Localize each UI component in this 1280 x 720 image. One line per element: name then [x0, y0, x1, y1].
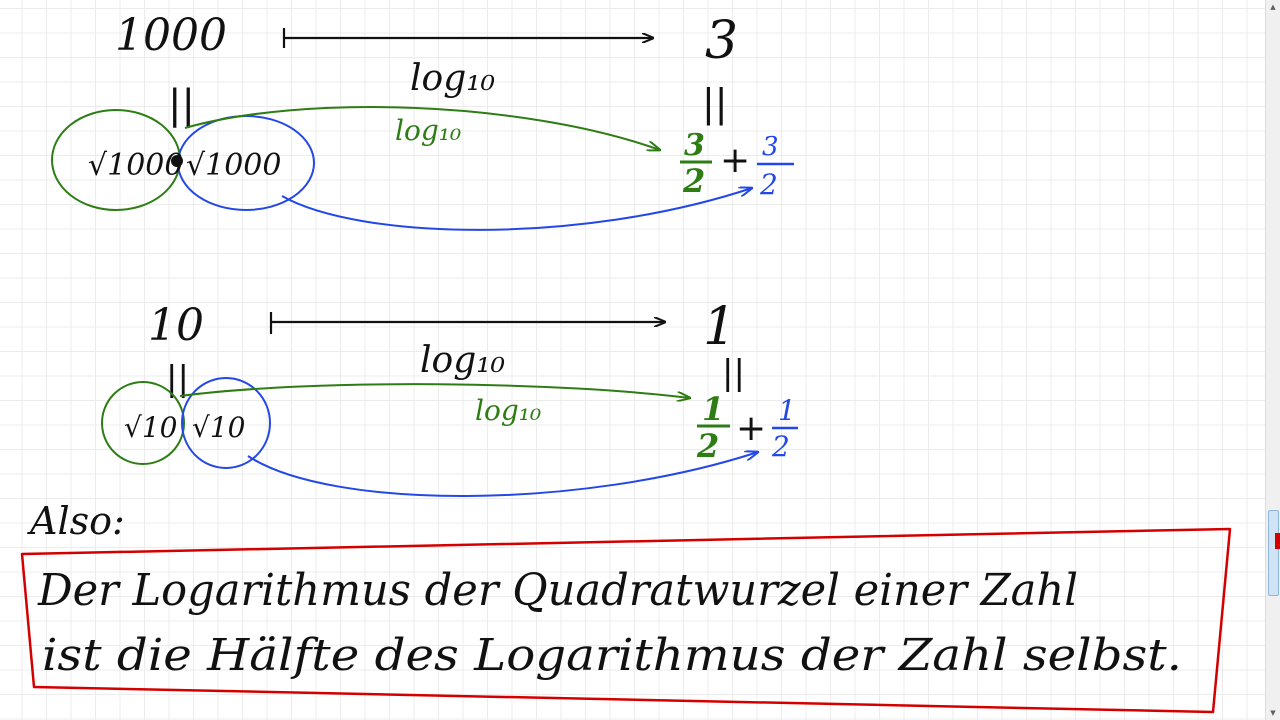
number-1000: 1000 — [115, 10, 227, 61]
frac-blue-num-1: 3 — [762, 132, 779, 162]
equals-sign-left-1: || — [168, 82, 195, 128]
example-2: 10 1 log₁₀ || || √10 √10 log₁₀ 1 2 + 1 2 — [101, 297, 798, 497]
arrow-blue-1 — [281, 188, 752, 231]
equals-sign-right-2: || — [722, 353, 745, 393]
frac-blue-den-2: 2 — [771, 430, 790, 463]
frac-blue-den-1: 2 — [759, 168, 778, 201]
plus-sign-2: + — [736, 408, 766, 449]
log-label-black-2: log₁₀ — [420, 340, 505, 381]
scrollbar-thumb[interactable] — [1268, 510, 1279, 596]
example-1: 1000 3 log₁₀ || || √1000 √1000 log₁₀ 3 2… — [51, 10, 794, 231]
frac-green-num-2: 1 — [702, 390, 724, 428]
arrow-blue-2 — [247, 452, 758, 497]
green-circle-2 — [101, 381, 185, 465]
result-3: 3 — [705, 11, 738, 71]
frac-blue-num-2: 1 — [778, 394, 796, 427]
result-1: 1 — [703, 297, 736, 357]
sqrt-1000-right: √1000 — [186, 148, 281, 183]
equals-sign-left-2: || — [166, 359, 189, 399]
log-label-green-2: log₁₀ — [475, 394, 541, 427]
frac-green-den-1: 2 — [682, 162, 705, 200]
sqrt-10-right: √10 — [192, 411, 245, 444]
multiply-dot-1 — [171, 155, 183, 167]
sqrt-1000-left: √1000 — [88, 148, 183, 183]
frac-green-num-1: 3 — [684, 128, 705, 163]
blue-circle-2 — [181, 377, 271, 469]
also-label: Also: — [27, 499, 125, 543]
log-label-green-1: log₁₀ — [395, 114, 461, 147]
log-label-black-1: log₁₀ — [410, 58, 495, 99]
vertical-scrollbar[interactable]: ▲ ▼ — [1265, 0, 1280, 720]
plus-sign-1: + — [720, 140, 750, 181]
frac-green-den-2: 2 — [696, 427, 719, 465]
page-marker — [1275, 533, 1280, 549]
sqrt-10-left: √10 — [124, 411, 177, 444]
conclusion-line-1: Der Logarithmus der Quadratwurzel einer … — [37, 565, 1078, 616]
equals-sign-right-1: || — [702, 81, 728, 126]
arrow-green-2 — [179, 383, 690, 398]
number-10: 10 — [148, 300, 204, 351]
triangle-up-icon[interactable]: ▲ — [1270, 3, 1276, 11]
conclusion: Also: Der Logarithmus der Quadratwurzel … — [20, 499, 1232, 714]
triangle-down-icon[interactable]: ▼ — [1270, 709, 1276, 717]
conclusion-line-2: ist die Hälfte des Logarithmus der Zahl … — [42, 630, 1182, 681]
red-box — [20, 527, 1232, 714]
arrow-green-1 — [184, 106, 660, 150]
